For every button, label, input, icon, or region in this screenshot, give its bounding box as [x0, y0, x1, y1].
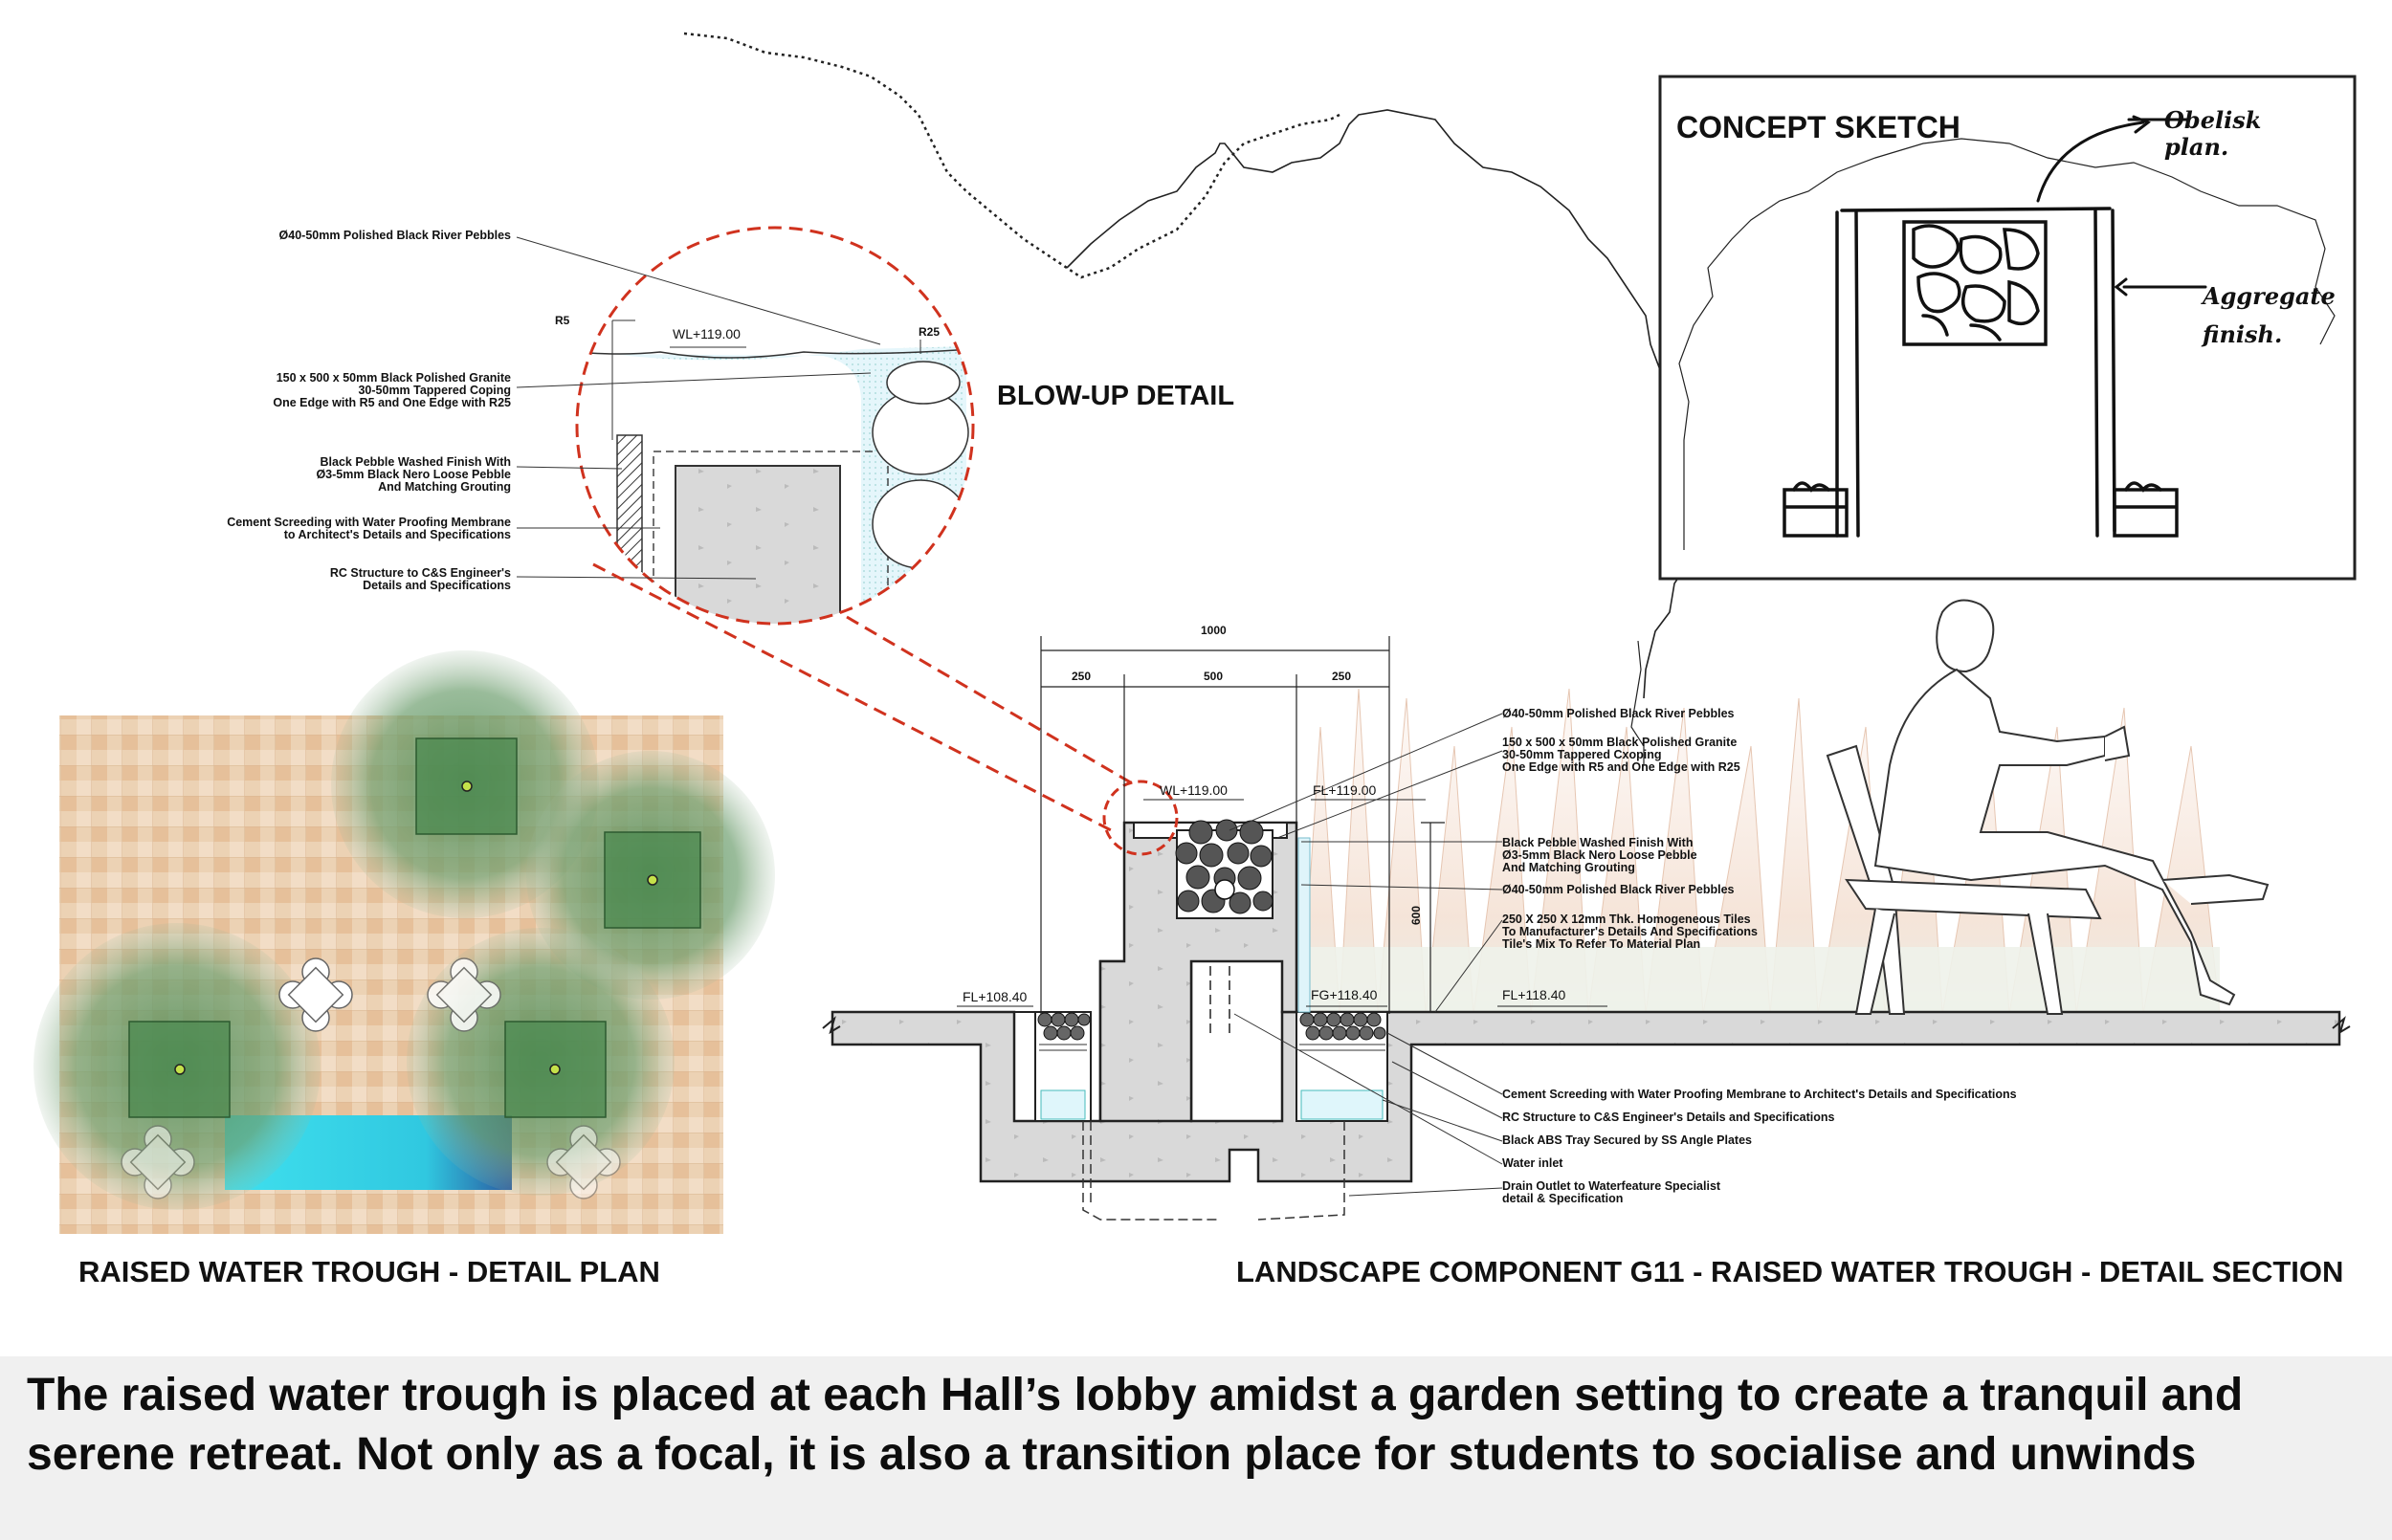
level-fl-top: FL+119.00 [1313, 782, 1377, 798]
level-fl-left: FL+108.40 [963, 989, 1028, 1004]
section-note-7: RC Structure to C&S Engineer's Details a… [1502, 1111, 1835, 1124]
dim-right: 250 [1332, 670, 1352, 683]
level-fg: FG+118.40 [1311, 987, 1378, 1002]
section-note-6: Cement Screeding with Water Proofing Mem… [1502, 1088, 2017, 1101]
level-fl-right: FL+118.40 [1502, 987, 1566, 1002]
detail-plan [33, 650, 775, 1234]
blowup-note-pebbles: Ø40-50mm Polished Black River Pebbles [278, 229, 511, 242]
dim-total: 1000 [1201, 624, 1227, 637]
blowup-r5: R5 [555, 314, 570, 327]
section-note-9: Water inlet [1502, 1156, 1563, 1170]
blowup-wl: WL+119.00 [673, 326, 741, 341]
blowup-title: BLOW-UP DETAIL [997, 381, 1235, 411]
blowup-r25: R25 [919, 325, 941, 339]
blowup-note-washed: Black Pebble Washed Finish With Ø3-5mm B… [316, 455, 511, 494]
section-note-4: Ø40-50mm Polished Black River Pebbles [1502, 883, 1735, 896]
concept-title: CONCEPT SKETCH [1676, 110, 1960, 144]
detail-section [822, 599, 2351, 1221]
section-note-5: 250 X 250 X 12mm Thk. Homogeneous Tiles … [1502, 913, 1758, 951]
section-note-2: 150 x 500 x 50mm Black Polished Granite … [1502, 736, 1740, 774]
caption-text: The raised water trough is placed at eac… [27, 1370, 2244, 1480]
section-note-10: Drain Outlet to Waterfeature Specialist … [1502, 1179, 1721, 1205]
level-wl: WL+119.00 [1160, 782, 1228, 798]
section-note-8: Black ABS Tray Secured by SS Angle Plate… [1502, 1133, 1752, 1147]
blowup-note-screed: Cement Screeding with Water Proofing Mem… [227, 516, 511, 541]
section-note-1: Ø40-50mm Polished Black River Pebbles [1502, 707, 1735, 720]
plan-title: RAISED WATER TROUGH - DETAIL PLAN [78, 1255, 660, 1288]
sketch-note-aggregate: Aggregate finish. [2203, 282, 2336, 348]
sketch-note-obelisk: Obelisk plan. [2164, 106, 2262, 161]
blowup-note-rc: RC Structure to C&S Engineer's Details a… [329, 566, 511, 592]
dim-height: 600 [1409, 905, 1424, 926]
seated-figure [1826, 599, 2270, 1015]
dim-left: 250 [1072, 670, 1092, 683]
dim-mid: 500 [1204, 670, 1224, 683]
section-note-3: Black Pebble Washed Finish With Ø3-5mm B… [1502, 836, 1697, 874]
caption-bar: The raised water trough is placed at eac… [0, 1356, 2392, 1540]
section-title: LANDSCAPE COMPONENT G11 - RAISED WATER T… [1236, 1255, 2344, 1288]
blowup-note-granite: 150 x 500 x 50mm Black Polished Granite … [273, 371, 511, 409]
blowup-detail [516, 226, 1135, 834]
concept-sketch [1658, 75, 2357, 581]
